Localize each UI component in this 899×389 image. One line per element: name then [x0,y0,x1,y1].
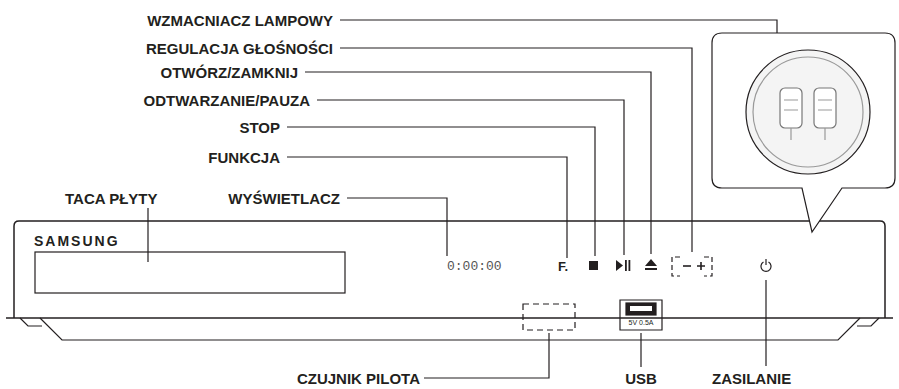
callout-label: ODTWARZANIE/PAUZA [144,93,310,108]
callout-label: ZASILANIE [712,371,791,386]
display-digits: 0:00:00 [447,260,502,273]
callout-label: OTWÓRZ/ZAMKNIJ [161,65,298,80]
callout-label: USB [625,371,657,386]
callout-label: STOP [239,120,280,135]
callout-label: CZUJNIK PILOTA [297,371,420,386]
port-rating: 5V 0.5A [629,319,654,326]
brand-logo: SAMSUNG [34,234,120,248]
button-symbol: F. [558,260,568,273]
callout-label: TACA PŁYTY [65,191,158,206]
callout-label: REGULACJA GŁOŚNOŚCI [146,41,333,56]
callout-label: WZMACNIACZ LAMPOWY [147,13,333,28]
callout-label: FUNKCJA [208,150,280,165]
callout-label: WYŚWIETLACZ [228,191,340,206]
